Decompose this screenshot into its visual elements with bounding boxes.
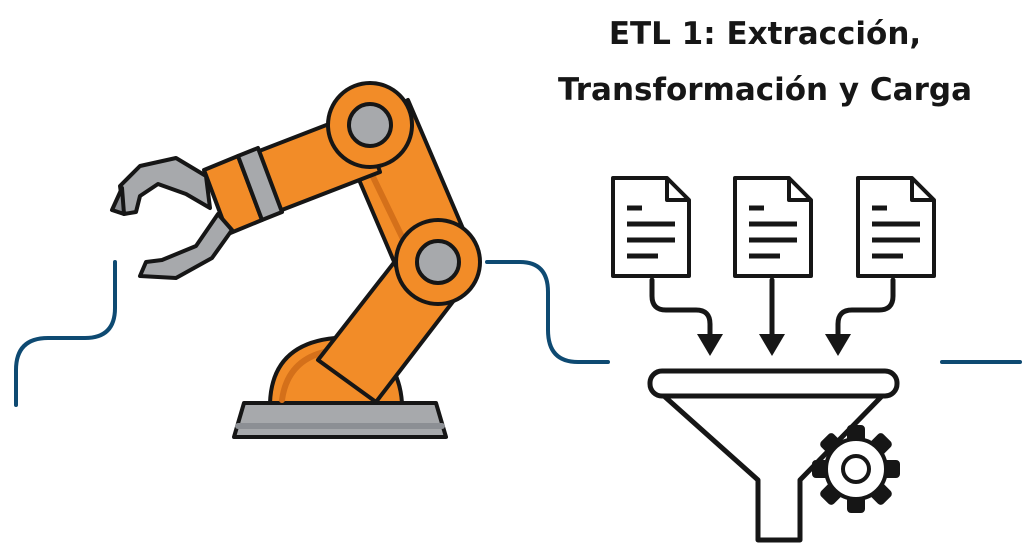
connector-line-middle	[485, 260, 610, 364]
title-line-2: Transformación y Carga	[558, 72, 972, 108]
document-icon	[856, 176, 936, 278]
connector-line-left	[14, 260, 117, 407]
arrowhead-icon	[697, 334, 851, 356]
title-line-1: ETL 1: Extracción,	[608, 16, 922, 52]
page-title: ETL 1: Extracción, Transformación y Carg…	[515, 6, 1015, 118]
document-icon	[733, 176, 813, 278]
document-icon	[611, 176, 691, 278]
robot-arm-icon	[110, 81, 482, 439]
funnel-icon	[647, 368, 900, 543]
gear-icon	[812, 425, 900, 513]
arrow-icon	[649, 277, 896, 343]
